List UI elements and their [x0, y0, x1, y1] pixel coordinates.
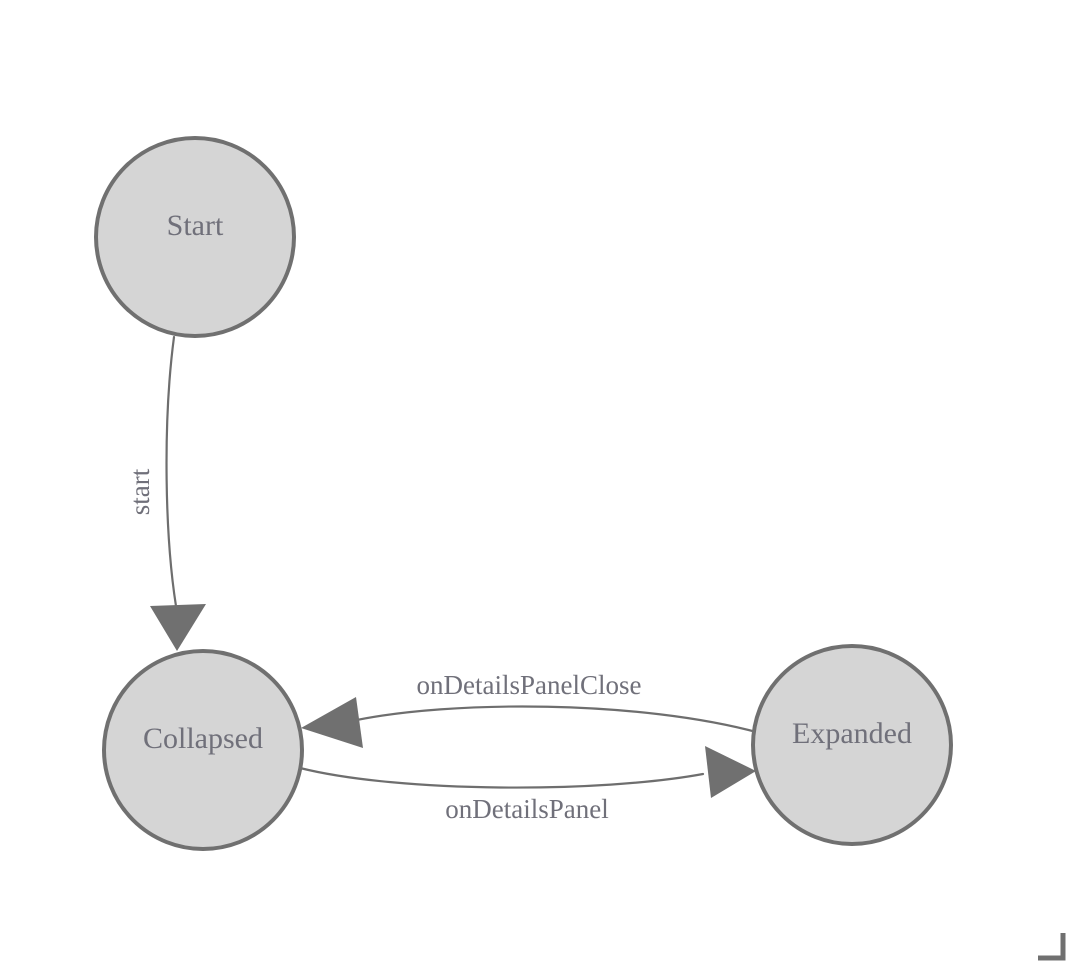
edges-layer [150, 335, 762, 798]
edge-path-collapsed-to-expanded [298, 766, 705, 789]
node-expanded-circle [751, 644, 953, 846]
edge-expanded-to-collapsed[interactable] [301, 697, 762, 748]
node-start-label: Start [167, 209, 224, 242]
nodes-layer: Start Collapsed Expanded [94, 136, 953, 851]
node-expanded[interactable]: Expanded [751, 644, 953, 846]
node-collapsed-circle [102, 649, 304, 851]
node-expanded-label: Expanded [792, 717, 912, 750]
edge-path-expanded-to-collapsed [350, 705, 762, 735]
node-collapsed[interactable]: Collapsed [102, 649, 304, 851]
edge-label-start: start [125, 468, 155, 515]
node-start-circle [94, 136, 296, 338]
edge-label-on-details-panel: onDetailsPanel [445, 794, 608, 824]
edge-collapsed-to-expanded[interactable] [298, 746, 756, 798]
edge-label-on-details-panel-close: onDetailsPanelClose [417, 670, 642, 700]
arrowhead-expanded-to-collapsed [301, 697, 363, 748]
node-collapsed-label: Collapsed [143, 722, 263, 755]
arrowhead-collapsed-to-expanded [705, 746, 756, 798]
edge-path-start-to-collapsed [165, 335, 180, 620]
arrowhead-start-to-collapsed [150, 604, 206, 651]
resize-corner-mark-icon[interactable] [1038, 933, 1066, 961]
node-start[interactable]: Start [94, 136, 296, 338]
edge-start-to-collapsed[interactable] [150, 335, 206, 651]
edge-labels-layer: start onDetailsPanelClose onDetailsPanel [125, 468, 641, 824]
